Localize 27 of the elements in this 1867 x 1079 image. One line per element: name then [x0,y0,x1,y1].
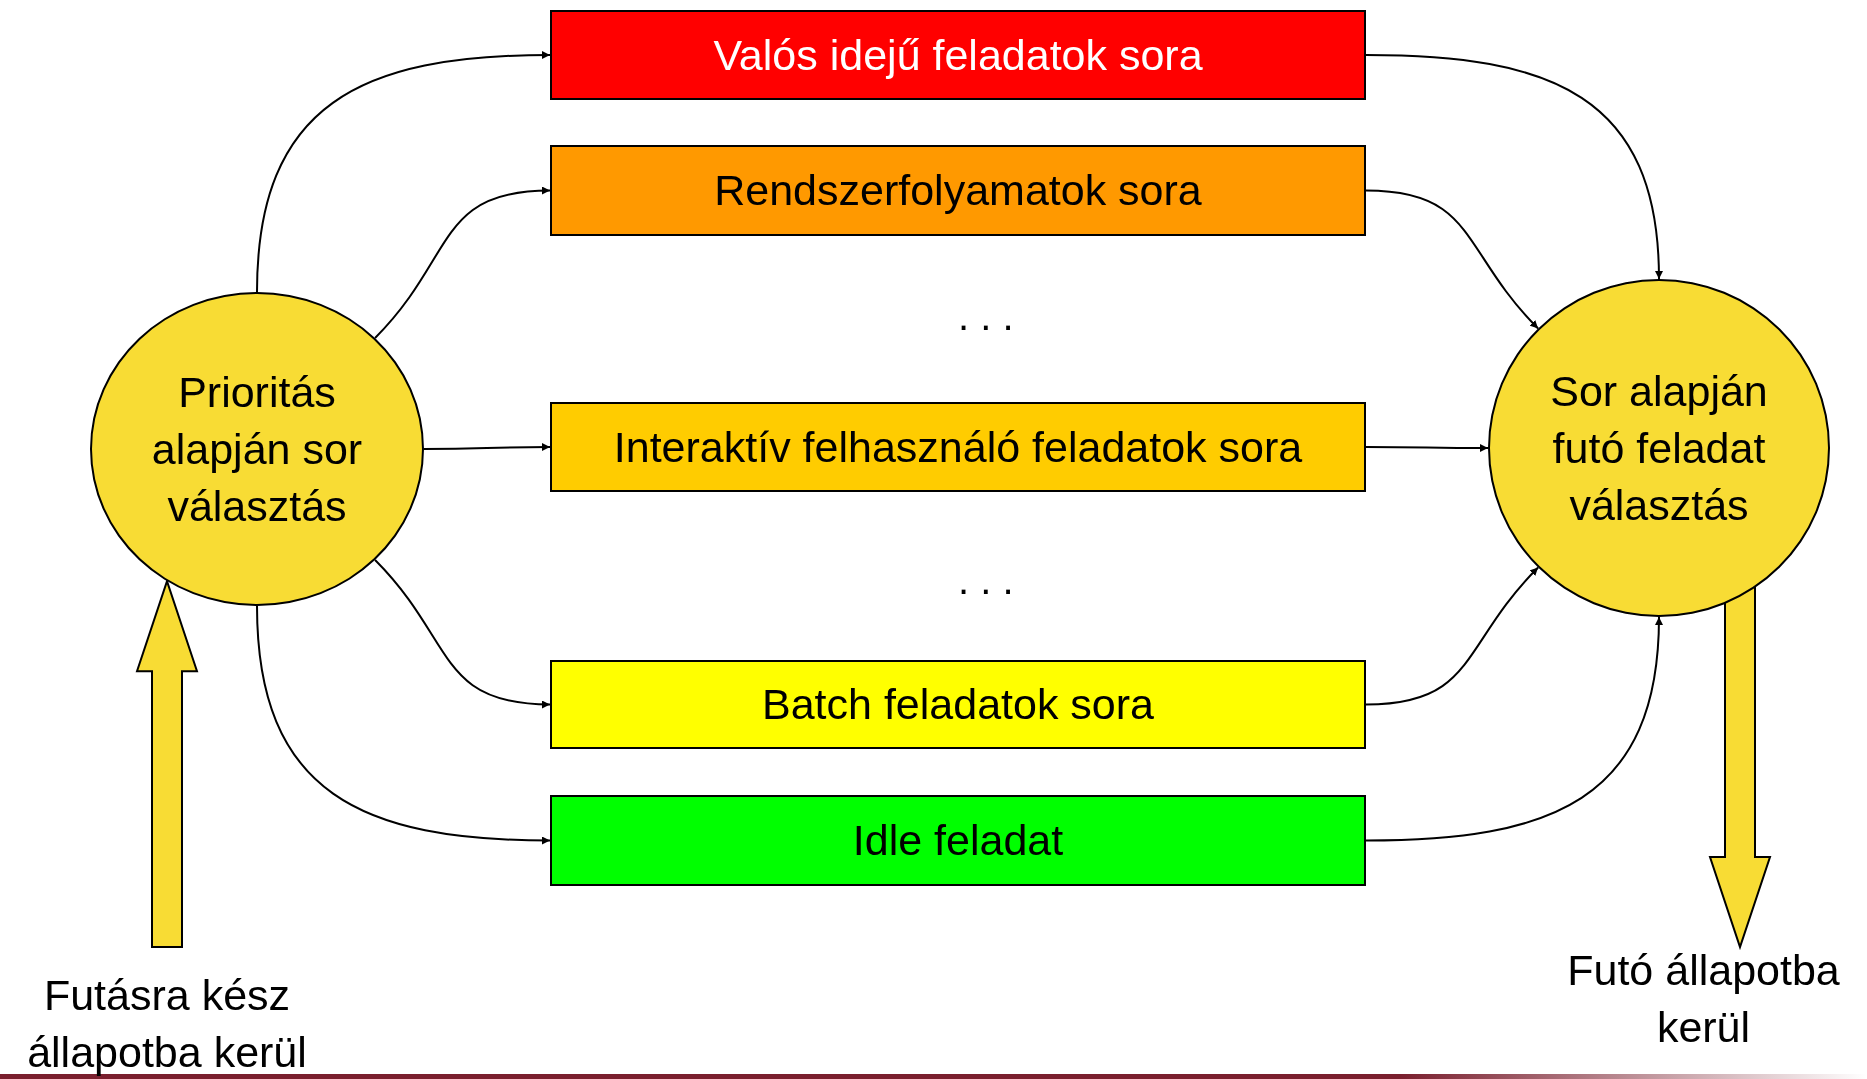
arrow [256,51,551,293]
ellipsis-text: . . . [958,296,1014,336]
arrow [256,605,551,845]
queue-box [550,10,1366,100]
arrow [1365,54,1663,280]
queue-box [550,660,1366,749]
block-arrow [135,578,199,948]
queue-box [550,145,1366,236]
circle-label: Prioritás alapján sor választás [150,366,364,532]
queue-box [550,402,1366,492]
circle-label: Sor alapján futó feladat választás [1549,365,1769,531]
state-label: Futásra kész állapotba kerül [26,970,308,1078]
arrow [1365,189,1540,330]
ellipsis-text: . . . [958,560,1014,600]
box-label: Batch feladatok sora [762,679,1154,730]
queue-box [550,795,1366,886]
arrow [1365,444,1489,452]
arrow [374,186,551,339]
arrow [1365,616,1663,842]
state-label: Futó állapotba kerül [1566,945,1841,1053]
arrow [423,443,551,451]
arrow [1365,566,1540,706]
box-label: Interaktív felhasználó feladatok sora [613,421,1303,473]
box-label: Rendszerfolyamatok sora [714,165,1202,216]
box-label: Idle feladat [852,815,1064,866]
arrow [374,559,551,709]
box-label: Valós idejű feladatok sora [713,29,1203,81]
